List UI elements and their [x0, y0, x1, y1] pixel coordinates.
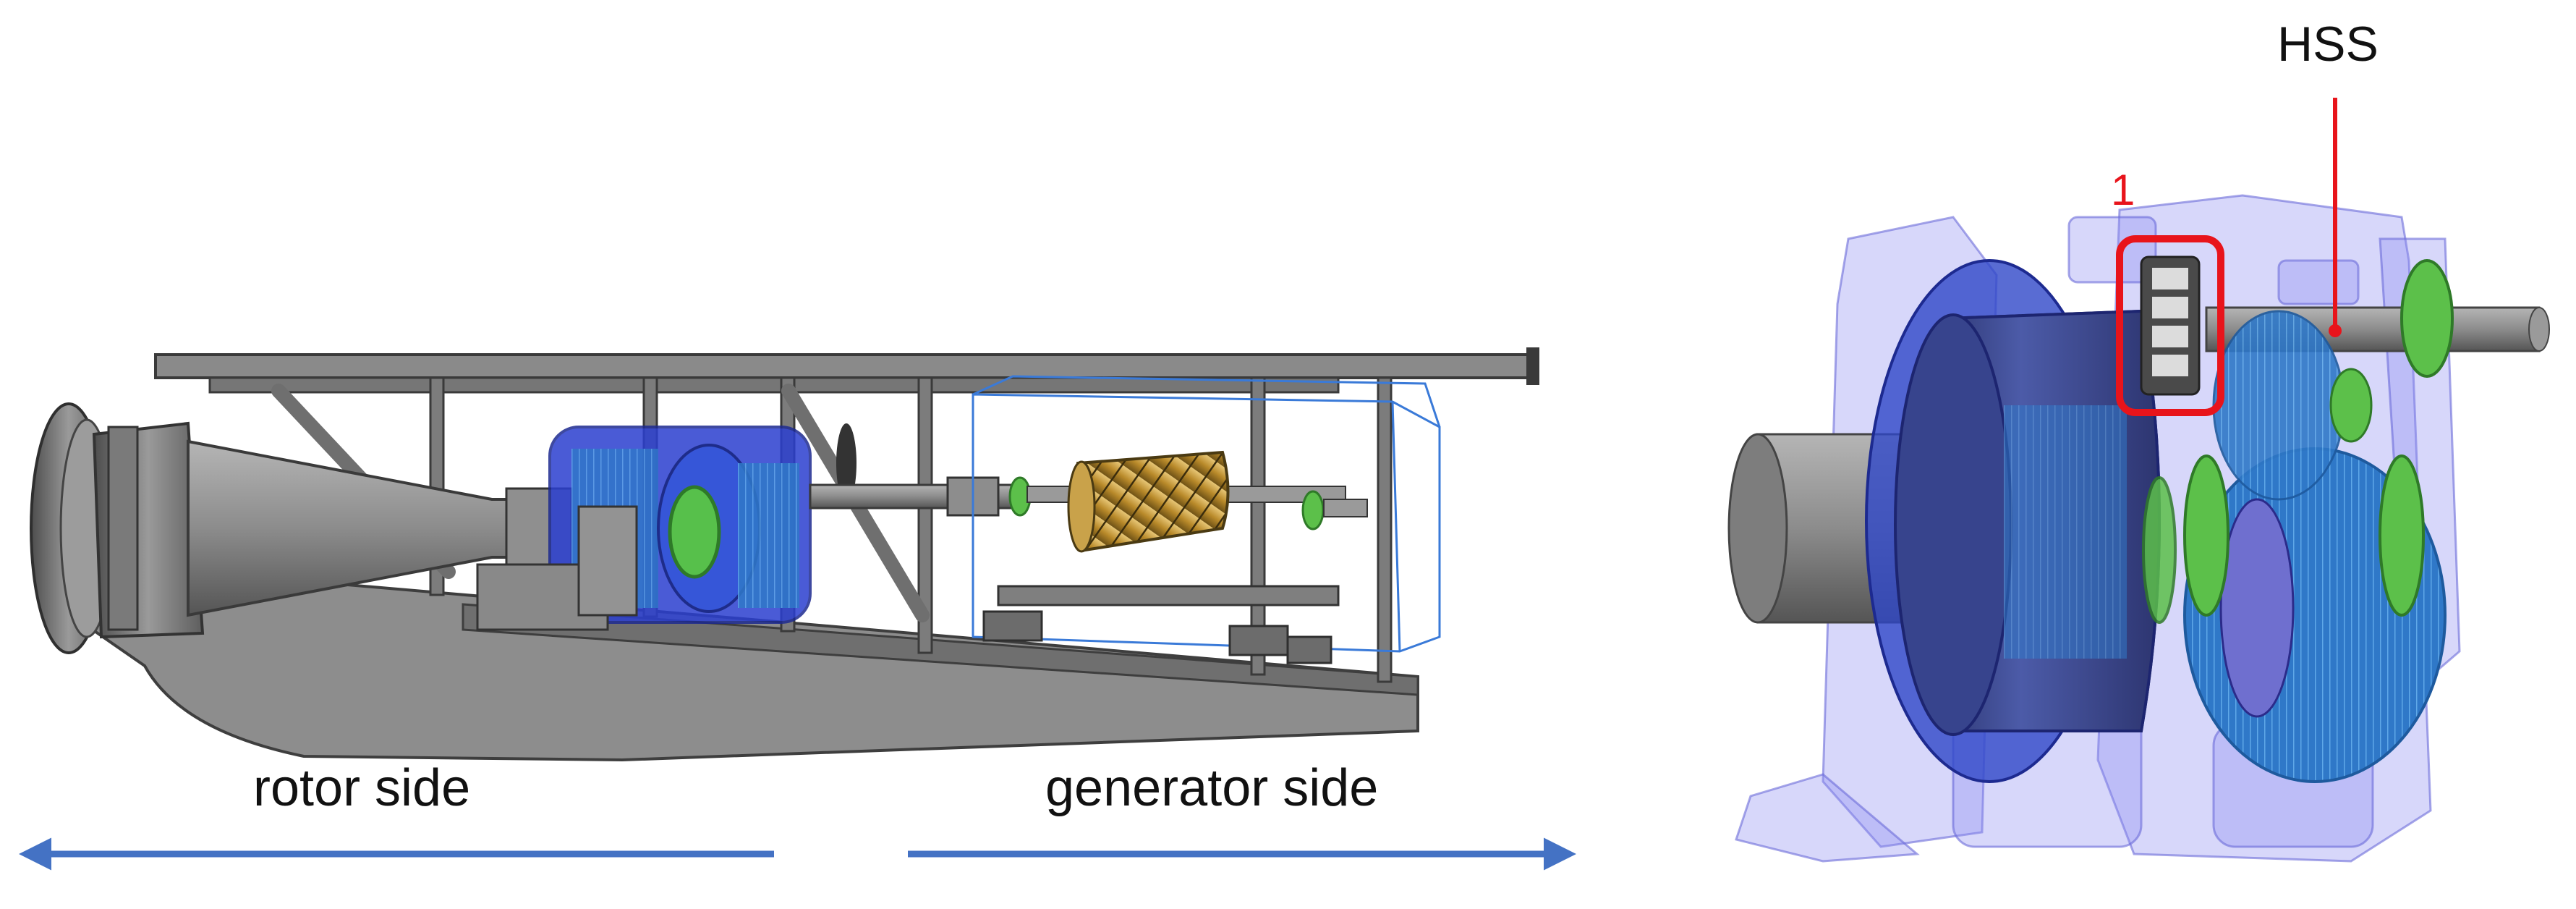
- ring-teeth: [2004, 405, 2127, 659]
- frame-end-cap: [1526, 347, 1539, 385]
- planetary-gear-face: [1894, 313, 2012, 736]
- main-bearing-ring: [107, 426, 139, 631]
- hss-bearing-green-2: [2329, 368, 2373, 443]
- hss-pinion: [2212, 310, 2345, 501]
- intermediate-gear-hub: [2219, 498, 2295, 718]
- hss-bearing-green: [2400, 259, 2454, 378]
- generator-rotor: [1026, 450, 1368, 553]
- nacelle-side-view: [30, 347, 1539, 762]
- bearing-green-c: [2142, 476, 2177, 624]
- bearing-green-a: [2183, 454, 2229, 617]
- hss-label: HSS: [2277, 17, 2379, 72]
- callout-box: [2116, 235, 2224, 416]
- generator-rail: [997, 585, 1340, 606]
- bedplate: [46, 570, 1419, 762]
- callout-bearing: [2140, 255, 2201, 396]
- hss-shaft-end: [2528, 307, 2550, 352]
- generator-side-label: generator side: [1045, 759, 1379, 817]
- bearing-green-b: [2379, 454, 2425, 617]
- upper-frame-rail: [154, 353, 1539, 379]
- hss-pointer-dot: [2329, 324, 2342, 337]
- rotor-side-label: rotor side: [253, 759, 471, 817]
- gearbox-detail-view: [1727, 98, 2550, 863]
- input-shaft-end: [1727, 433, 1788, 624]
- brake-disc: [836, 423, 856, 503]
- torque-support-2: [577, 505, 638, 617]
- generator-feet: [982, 610, 1332, 664]
- bedplate-rail: [462, 603, 1419, 696]
- generator-housing-outline: [972, 375, 1441, 653]
- upper-frame-rail-lower: [208, 376, 1340, 394]
- callout-number: 1: [2111, 166, 2135, 214]
